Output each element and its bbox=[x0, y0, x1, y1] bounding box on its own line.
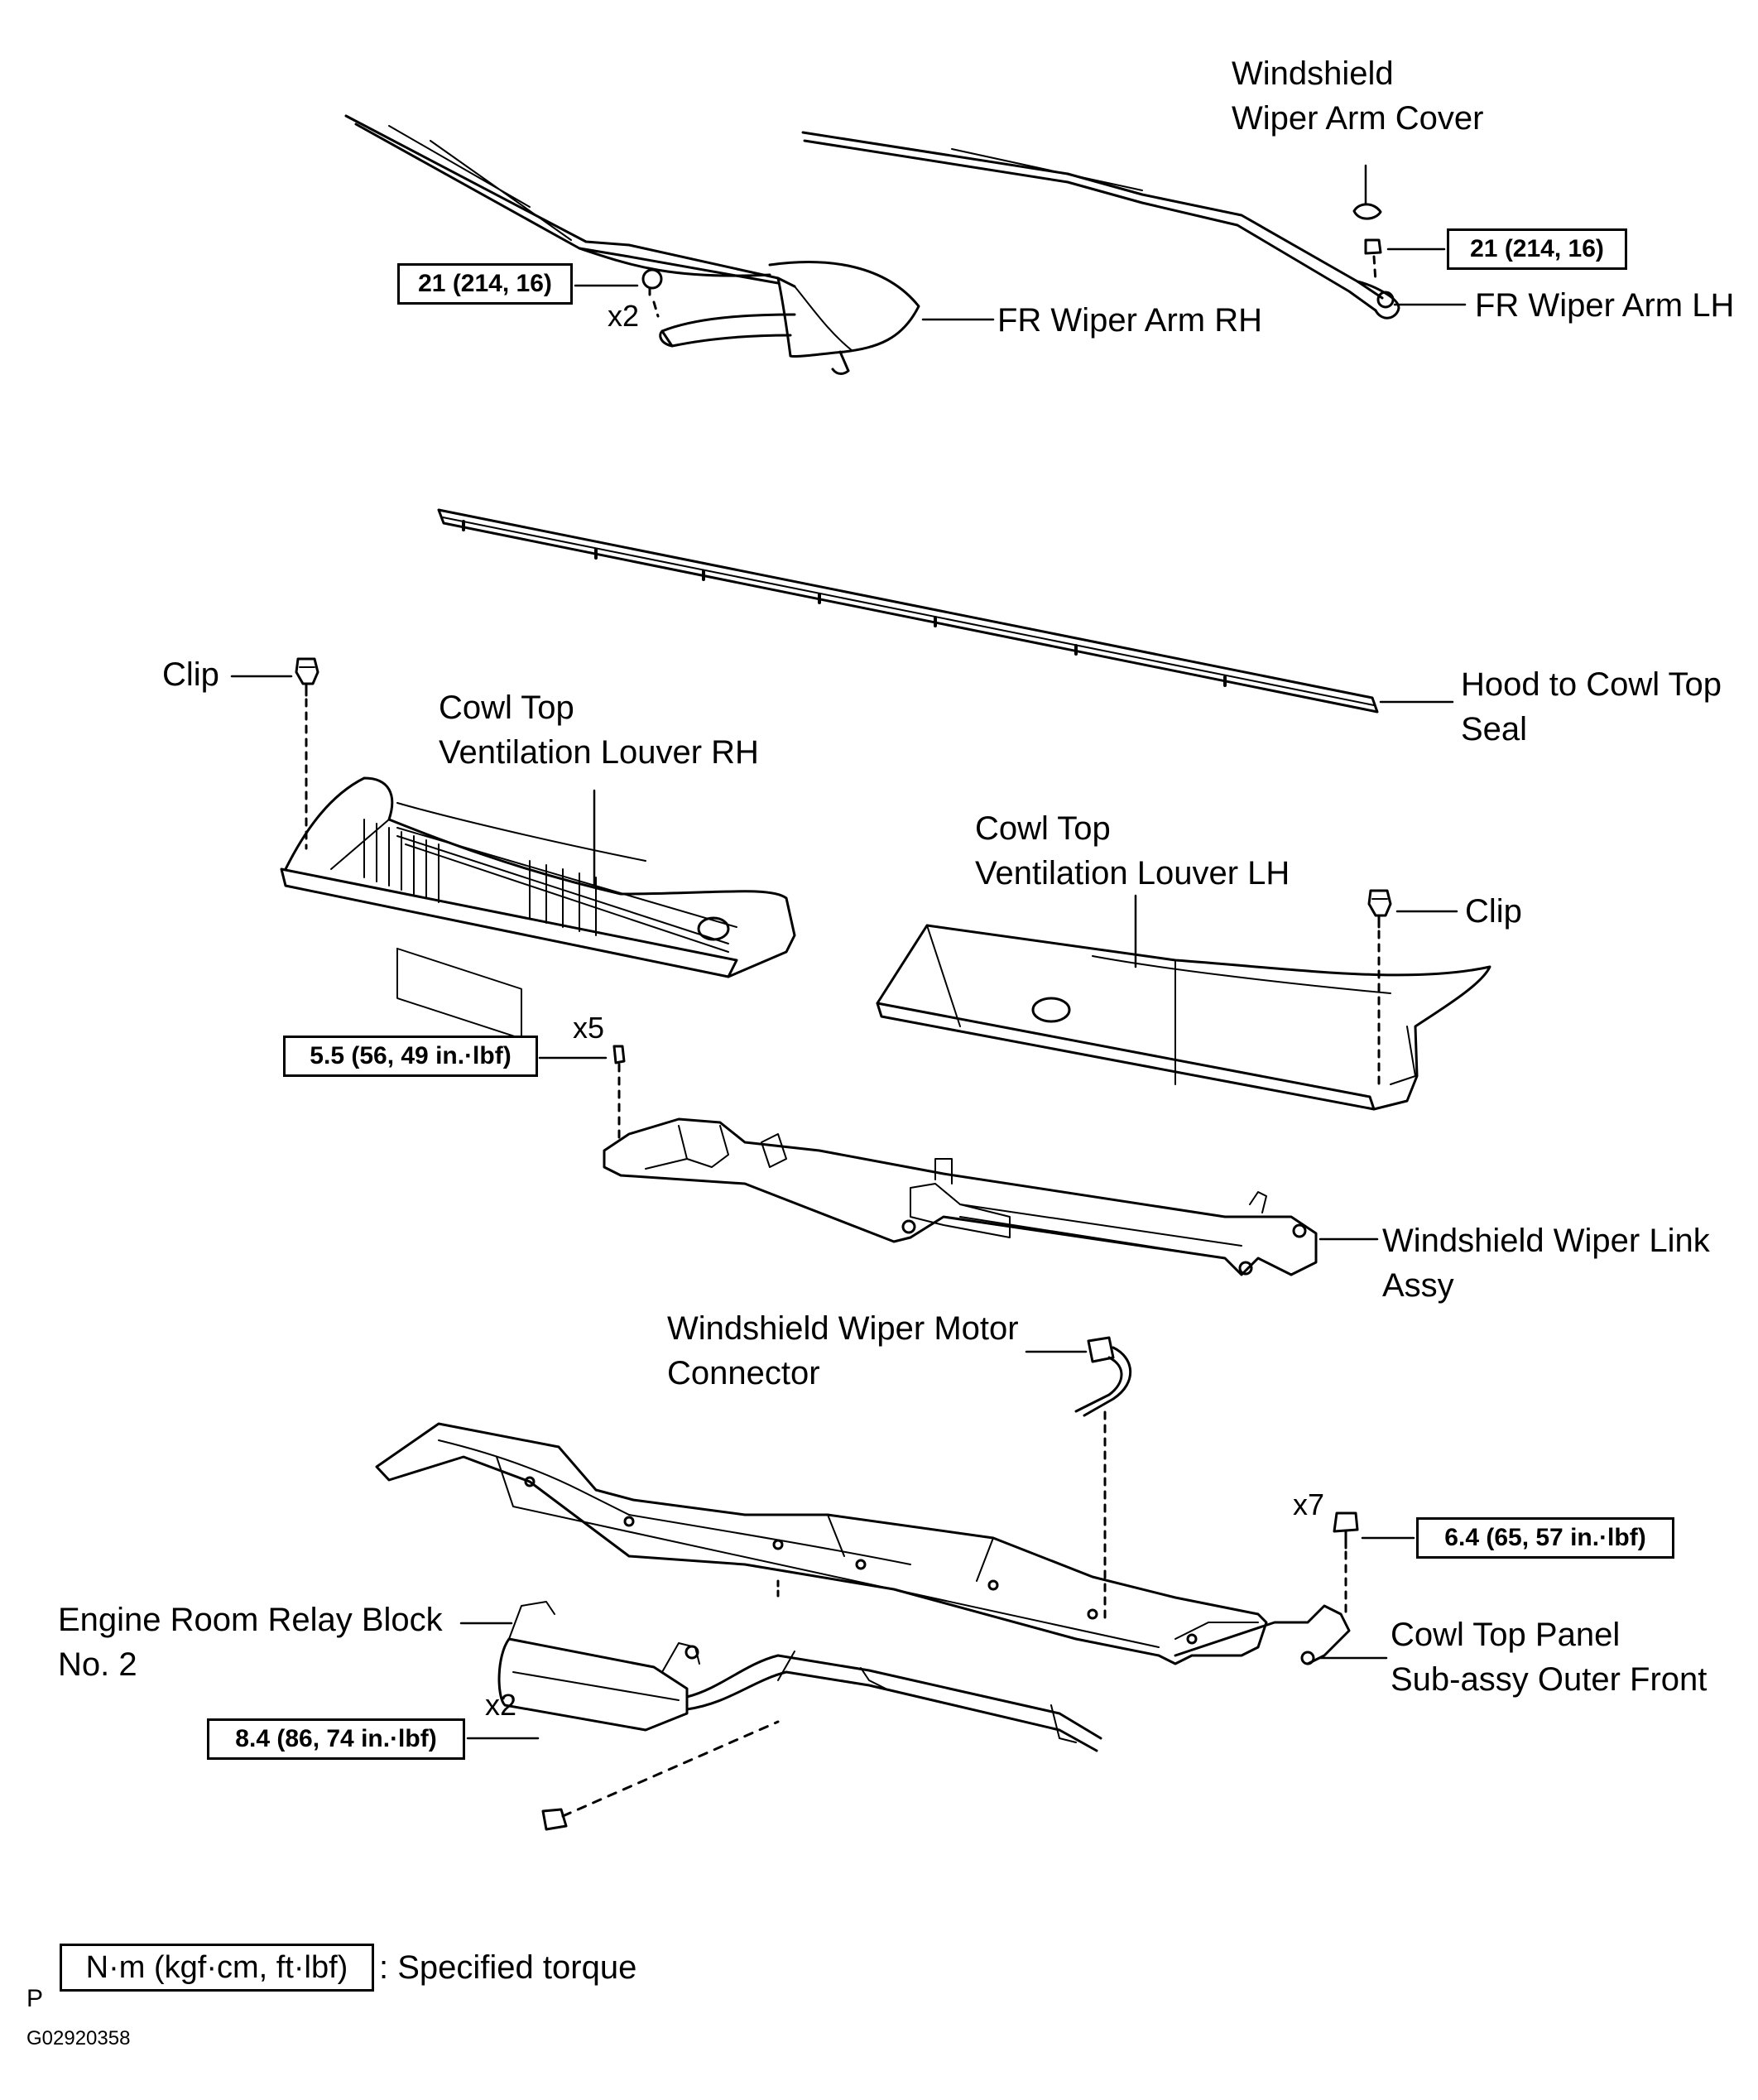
quantity-wiper-link: x5 bbox=[573, 1011, 605, 1045]
clip-right-drawing bbox=[1367, 889, 1392, 1086]
relay-block-label-line2: No. 2 bbox=[58, 1646, 137, 1683]
hood-seal-label-line2: Seal bbox=[1461, 711, 1528, 747]
clip-left-label: Clip bbox=[162, 656, 219, 693]
wiper-link-label-line2: Assy bbox=[1382, 1267, 1454, 1304]
quantity-cowl-panel: x7 bbox=[1293, 1487, 1325, 1521]
torque-box-wiper-link: 5.5 (56, 49 in.·lbf) bbox=[283, 1036, 538, 1077]
clip-left-drawing bbox=[295, 657, 319, 850]
fr-wiper-arm-lh-drawing bbox=[801, 131, 1400, 320]
wiper-arm-cover-label-line2: Wiper Arm Cover bbox=[1232, 100, 1484, 137]
relay-block-label-line1: Engine Room Relay Block bbox=[58, 1602, 443, 1638]
cowl-top-ventilation-louver-lh-drawing bbox=[876, 924, 1491, 1111]
hood-seal-label-line1: Hood to Cowl Top bbox=[1461, 666, 1722, 703]
leader-lines bbox=[230, 164, 1467, 1740]
hood-to-cowl-top-seal-drawing bbox=[437, 508, 1379, 714]
engine-room-relay-block-drawing bbox=[497, 1601, 1102, 1831]
clip-right-label: Clip bbox=[1465, 893, 1522, 930]
motor-connector-label-line1: Windshield Wiper Motor bbox=[667, 1310, 1019, 1347]
cowl-panel-bolt-drawing bbox=[1333, 1511, 1359, 1620]
torque-legend-unit-box: N·m (kgf·cm, ft·lbf) bbox=[60, 1944, 374, 1992]
windshield-wiper-link-assy-drawing bbox=[603, 1045, 1318, 1276]
page-mark: P bbox=[26, 1985, 44, 2012]
quantity-wiper-arm-rh: x2 bbox=[608, 299, 640, 333]
fr-wiper-arm-rh-drawing bbox=[344, 114, 920, 375]
louver-rh-label-line1: Cowl Top bbox=[439, 690, 574, 726]
torque-box-cowl-panel: 6.4 (65, 57 in.·lbf) bbox=[1416, 1517, 1674, 1559]
cowl-panel-label-line1: Cowl Top Panel bbox=[1391, 1617, 1621, 1653]
louver-rh-label-line2: Ventilation Louver RH bbox=[439, 734, 759, 771]
wiper-arm-cover-label-line1: Windshield bbox=[1232, 55, 1394, 92]
figure-id: G02920358 bbox=[26, 2027, 131, 2050]
motor-connector-label-line2: Connector bbox=[667, 1355, 820, 1391]
cowl-panel-label-line2: Sub-assy Outer Front bbox=[1391, 1661, 1708, 1698]
cowl-top-panel-sub-assy-drawing bbox=[375, 1422, 1351, 1665]
torque-box-wiper-arm-lh: 21 (214, 16) bbox=[1447, 228, 1627, 270]
wiper-link-label-line1: Windshield Wiper Link bbox=[1382, 1223, 1710, 1259]
fr-wiper-arm-rh-label: FR Wiper Arm RH bbox=[997, 302, 1262, 339]
louver-lh-label-line1: Cowl Top bbox=[975, 810, 1111, 847]
louver-lh-label-line2: Ventilation Louver LH bbox=[975, 855, 1290, 891]
torque-box-wiper-arm-rh: 21 (214, 16) bbox=[397, 263, 573, 305]
fr-wiper-arm-lh-label: FR Wiper Arm LH bbox=[1475, 287, 1735, 324]
torque-legend-description: : Specified torque bbox=[379, 1949, 637, 1986]
cowl-top-ventilation-louver-rh-drawing bbox=[280, 776, 796, 1040]
torque-box-relay-block: 8.4 (86, 74 in.·lbf) bbox=[207, 1718, 465, 1760]
quantity-relay-block: x2 bbox=[485, 1688, 517, 1722]
windshield-wiper-motor-connector-drawing bbox=[1074, 1336, 1132, 1624]
